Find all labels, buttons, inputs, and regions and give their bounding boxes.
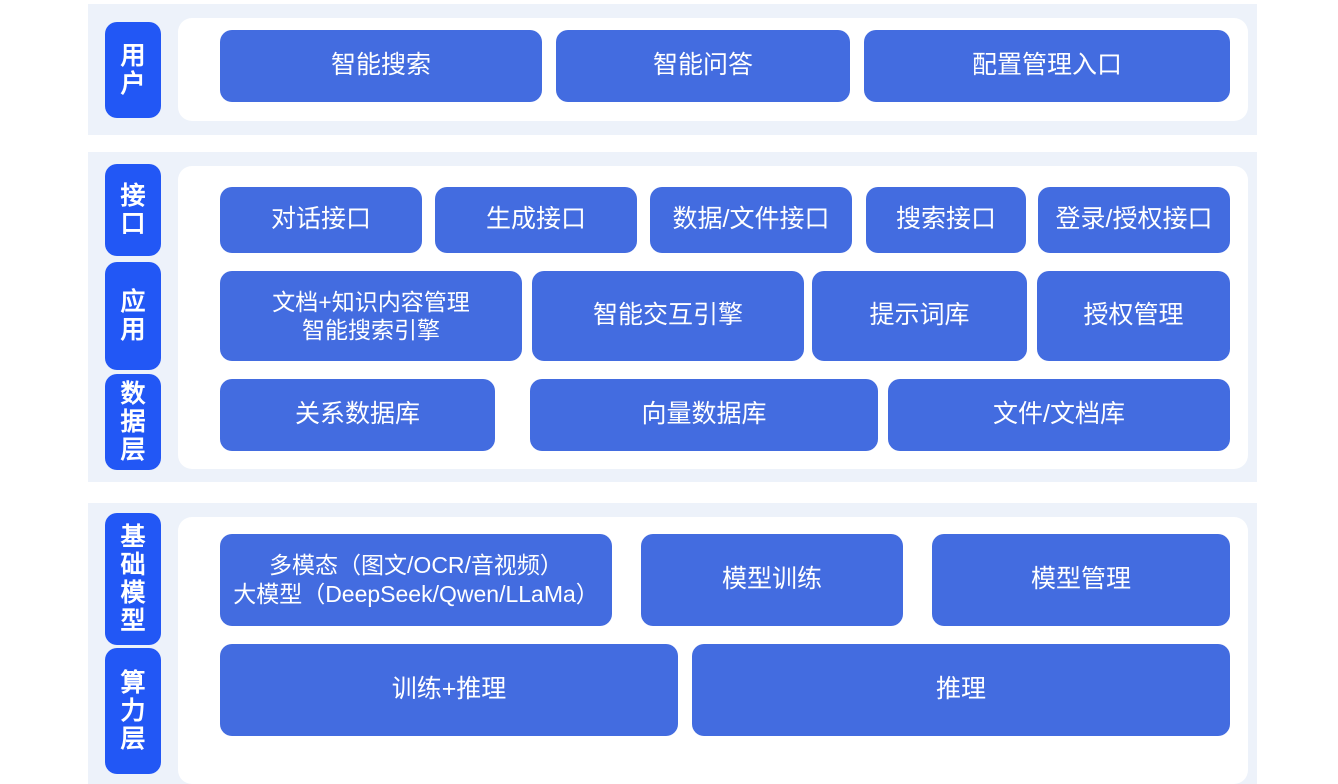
sidebar-item-compute-layer-label: 算力层 [120,669,146,753]
sidebar-item-data-layer-label: 数据层 [120,380,146,464]
box-relational-database[interactable]: 关系数据库 [220,379,495,451]
box-smart-search[interactable]: 智能搜索 [220,30,542,102]
sidebar-item-api[interactable]: 接口 [105,164,161,256]
box-login-auth-api[interactable]: 登录/授权接口 [1038,187,1230,253]
box-doc-knowledge-management-text: 文档+知识内容管理 智能搜索引擎 [272,288,469,344]
box-doc-knowledge-management-label-1: 文档+知识内容管理 [272,288,470,315]
box-generation-api-label: 生成接口 [485,205,586,234]
box-model-training-label: 模型训练 [721,565,822,594]
box-dialog-api[interactable]: 对话接口 [220,187,422,253]
sidebar-item-application[interactable]: 应用 [105,262,161,370]
box-relational-database-label: 关系数据库 [294,400,420,429]
sidebar-item-user[interactable]: 用户 [105,22,161,118]
box-smart-qa[interactable]: 智能问答 [556,30,850,102]
box-smart-qa-label: 智能问答 [652,51,753,80]
box-multimodal-label: 多模态（图文/OCR/音视频） [269,552,563,579]
box-authorization-management[interactable]: 授权管理 [1037,271,1230,361]
box-smart-search-label: 智能搜索 [330,51,431,80]
box-data-file-api[interactable]: 数据/文件接口 [650,187,852,253]
box-config-management-entry[interactable]: 配置管理入口 [864,30,1230,102]
box-interactive-engine-label: 智能交互引擎 [592,301,743,330]
box-model-management-label: 模型管理 [1030,565,1131,594]
box-interactive-engine[interactable]: 智能交互引擎 [532,271,804,361]
box-generation-api[interactable]: 生成接口 [435,187,637,253]
sidebar-item-compute-layer[interactable]: 算力层 [105,648,161,774]
box-prompt-library-label: 提示词库 [869,301,970,330]
sidebar-item-api-label: 接口 [120,182,146,238]
box-doc-knowledge-management[interactable]: 文档+知识内容管理 智能搜索引擎 [220,271,522,361]
box-authorization-management-label: 授权管理 [1083,301,1184,330]
sidebar-item-base-model-label: 基础模型 [120,523,146,635]
sidebar-item-user-label: 用户 [120,42,146,98]
box-vector-database-label: 向量数据库 [641,400,767,429]
box-search-api-label: 搜索接口 [895,205,996,234]
box-search-api[interactable]: 搜索接口 [866,187,1026,253]
box-prompt-library[interactable]: 提示词库 [812,271,1027,361]
box-dialog-api-label: 对话接口 [270,205,371,234]
box-doc-knowledge-management-label-2: 智能搜索引擎 [302,317,440,343]
box-model-training[interactable]: 模型训练 [641,534,903,626]
box-inference[interactable]: 推理 [692,644,1230,736]
box-file-document-store[interactable]: 文件/文档库 [888,379,1230,451]
box-training-and-inference[interactable]: 训练+推理 [220,644,678,736]
sidebar-item-base-model[interactable]: 基础模型 [105,513,161,645]
box-config-management-entry-label: 配置管理入口 [971,51,1122,80]
box-multimodal-large-model[interactable]: 多模态（图文/OCR/音视频） 大模型（DeepSeek/Qwen/LLaMa） [220,534,612,626]
box-inference-label: 推理 [935,675,986,704]
box-data-file-api-label: 数据/文件接口 [672,205,830,234]
box-model-management[interactable]: 模型管理 [932,534,1230,626]
box-vector-database[interactable]: 向量数据库 [530,379,878,451]
box-large-model-label: 大模型（DeepSeek/Qwen/LLaMa） [233,581,599,607]
sidebar-item-data-layer[interactable]: 数据层 [105,374,161,470]
box-multimodal-large-model-text: 多模态（图文/OCR/音视频） 大模型（DeepSeek/Qwen/LLaMa） [233,551,599,609]
box-training-and-inference-label: 训练+推理 [391,675,507,704]
box-file-document-store-label: 文件/文档库 [993,400,1125,429]
sidebar-item-application-label: 应用 [120,288,146,344]
box-login-auth-api-label: 登录/授权接口 [1055,205,1213,234]
